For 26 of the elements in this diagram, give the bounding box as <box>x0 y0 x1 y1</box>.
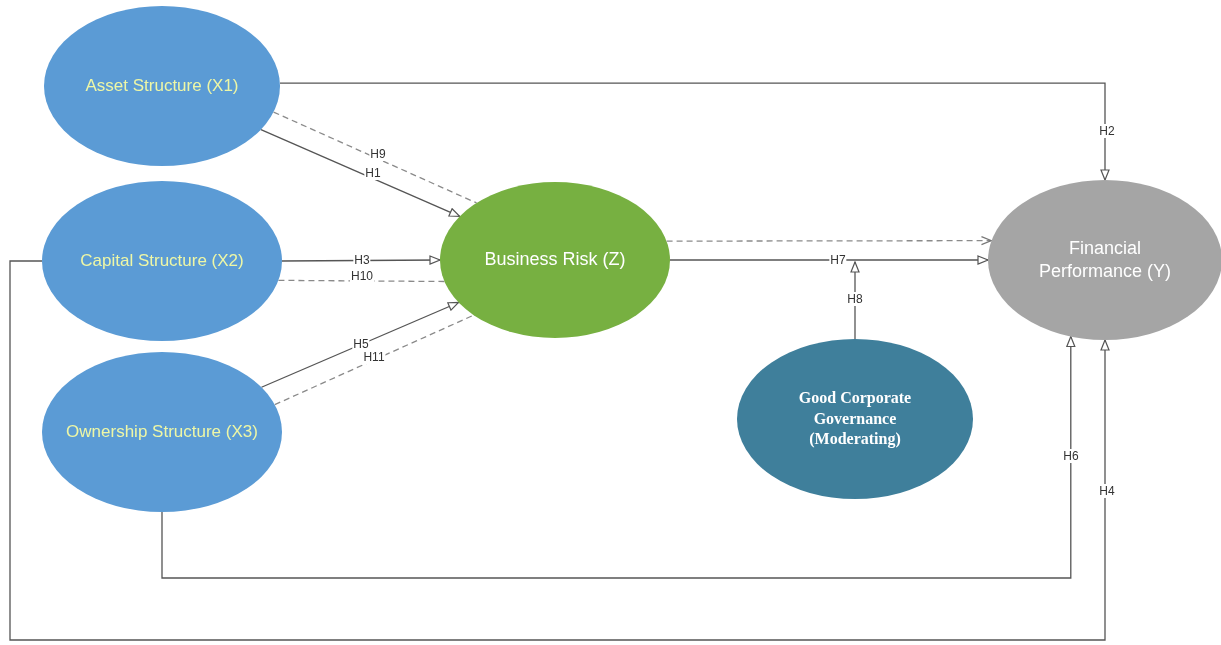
node-label: Asset Structure (X1) <box>85 74 239 97</box>
edge-label: H10 <box>350 269 374 283</box>
edge-label: H1 <box>364 166 382 180</box>
edge-label: H6 <box>1062 449 1080 463</box>
arrow <box>281 255 441 265</box>
node-label: Financial Performance (Y) <box>1037 236 1172 283</box>
node-label: Ownership Structure (X3) <box>66 420 258 443</box>
arrow <box>9 260 1110 641</box>
arrow <box>260 301 460 388</box>
arrow <box>161 335 1076 579</box>
edge-label: H8 <box>846 292 864 306</box>
edge-label: H4 <box>1098 484 1116 498</box>
arrow <box>279 82 1110 181</box>
arrow <box>850 261 860 340</box>
edge-label: H7 <box>829 253 847 267</box>
arrow <box>260 128 461 218</box>
arrow <box>669 255 989 265</box>
edge-label: H3 <box>353 253 371 267</box>
node-label: Good Corporate Governance (Moderating) <box>797 387 913 450</box>
dashed-arrow <box>665 236 993 246</box>
edge-label: H2 <box>1098 124 1116 138</box>
edge-label: H9 <box>369 147 387 161</box>
edge-label: H11 <box>362 350 386 364</box>
edge-label: H5 <box>352 337 370 351</box>
node-label: Capital Structure (X2) <box>80 249 244 272</box>
node-label: Business Risk (Z) <box>484 248 626 272</box>
